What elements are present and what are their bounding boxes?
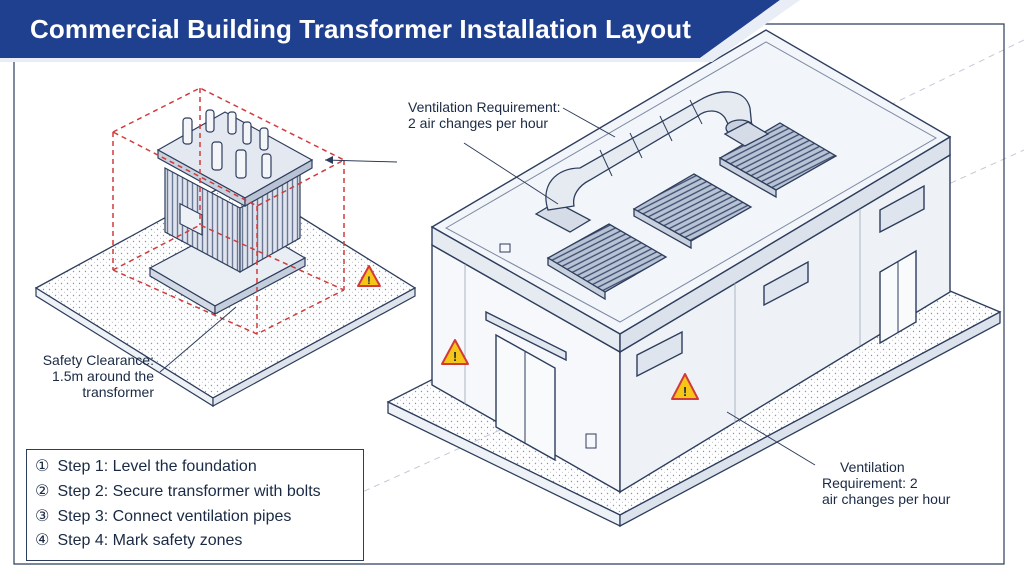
- step-item: ③ Step 3: Connect ventilation pipes: [35, 506, 291, 526]
- ventilation-duct: [499, 91, 770, 253]
- step-text: Step 4: Mark safety zones: [57, 532, 243, 549]
- label-line: Ventilation: [840, 459, 905, 475]
- safety-clearance-label: Safety Clearance: 1.5m around the transf…: [18, 352, 154, 400]
- page-frame: [13, 23, 1005, 565]
- step-number: ①: [35, 458, 50, 475]
- step-item: ① Step 1: Level the foundation: [35, 456, 257, 476]
- transformer: [148, 109, 314, 316]
- warning-sign-icon: !: [441, 339, 469, 365]
- step-text: Step 2: Secure transformer with bolts: [57, 483, 321, 500]
- step-text: Step 3: Connect ventilation pipes: [57, 508, 292, 525]
- page-title: Commercial Building Transformer Installa…: [30, 14, 691, 44]
- title-bar: [0, 0, 800, 62]
- label-line: Safety Clearance:: [42, 352, 154, 368]
- step-text: Step 1: Level the foundation: [57, 458, 257, 475]
- label-line: Ventilation Requirement:: [408, 99, 561, 115]
- svg-text:!: !: [683, 384, 687, 399]
- label-line: air changes per hour: [822, 491, 951, 507]
- label-line: Requirement: 2: [822, 475, 918, 491]
- warning-sign-icon: !: [357, 265, 381, 287]
- step-number: ④: [35, 532, 50, 549]
- label-line: transformer: [82, 384, 154, 400]
- svg-text:!: !: [453, 349, 457, 364]
- label-line: 1.5m around the: [52, 368, 154, 384]
- warning-sign-icon: !: [671, 373, 699, 400]
- installation-steps-box: ① Step 1: Level the foundation ② Step 2:…: [26, 449, 364, 561]
- label-line: 2 air changes per hour: [408, 115, 549, 131]
- step-item: ④ Step 4: Mark safety zones: [35, 530, 242, 550]
- safety-clearance-zone: [111, 87, 346, 335]
- step-item: ② Step 2: Secure transformer with bolts: [35, 481, 321, 501]
- svg-text:!: !: [367, 275, 371, 287]
- step-number: ③: [35, 508, 50, 525]
- ventilation-requirement-top-label: Ventilation Requirement: 2 air changes p…: [408, 99, 561, 131]
- roof-vents: [546, 122, 838, 301]
- leader-lines: [159, 107, 816, 466]
- ventilation-requirement-bottom-label: Ventilation Requirement: 2 air changes p…: [818, 459, 968, 507]
- step-number: ②: [35, 483, 50, 500]
- arrow-head: [325, 156, 333, 164]
